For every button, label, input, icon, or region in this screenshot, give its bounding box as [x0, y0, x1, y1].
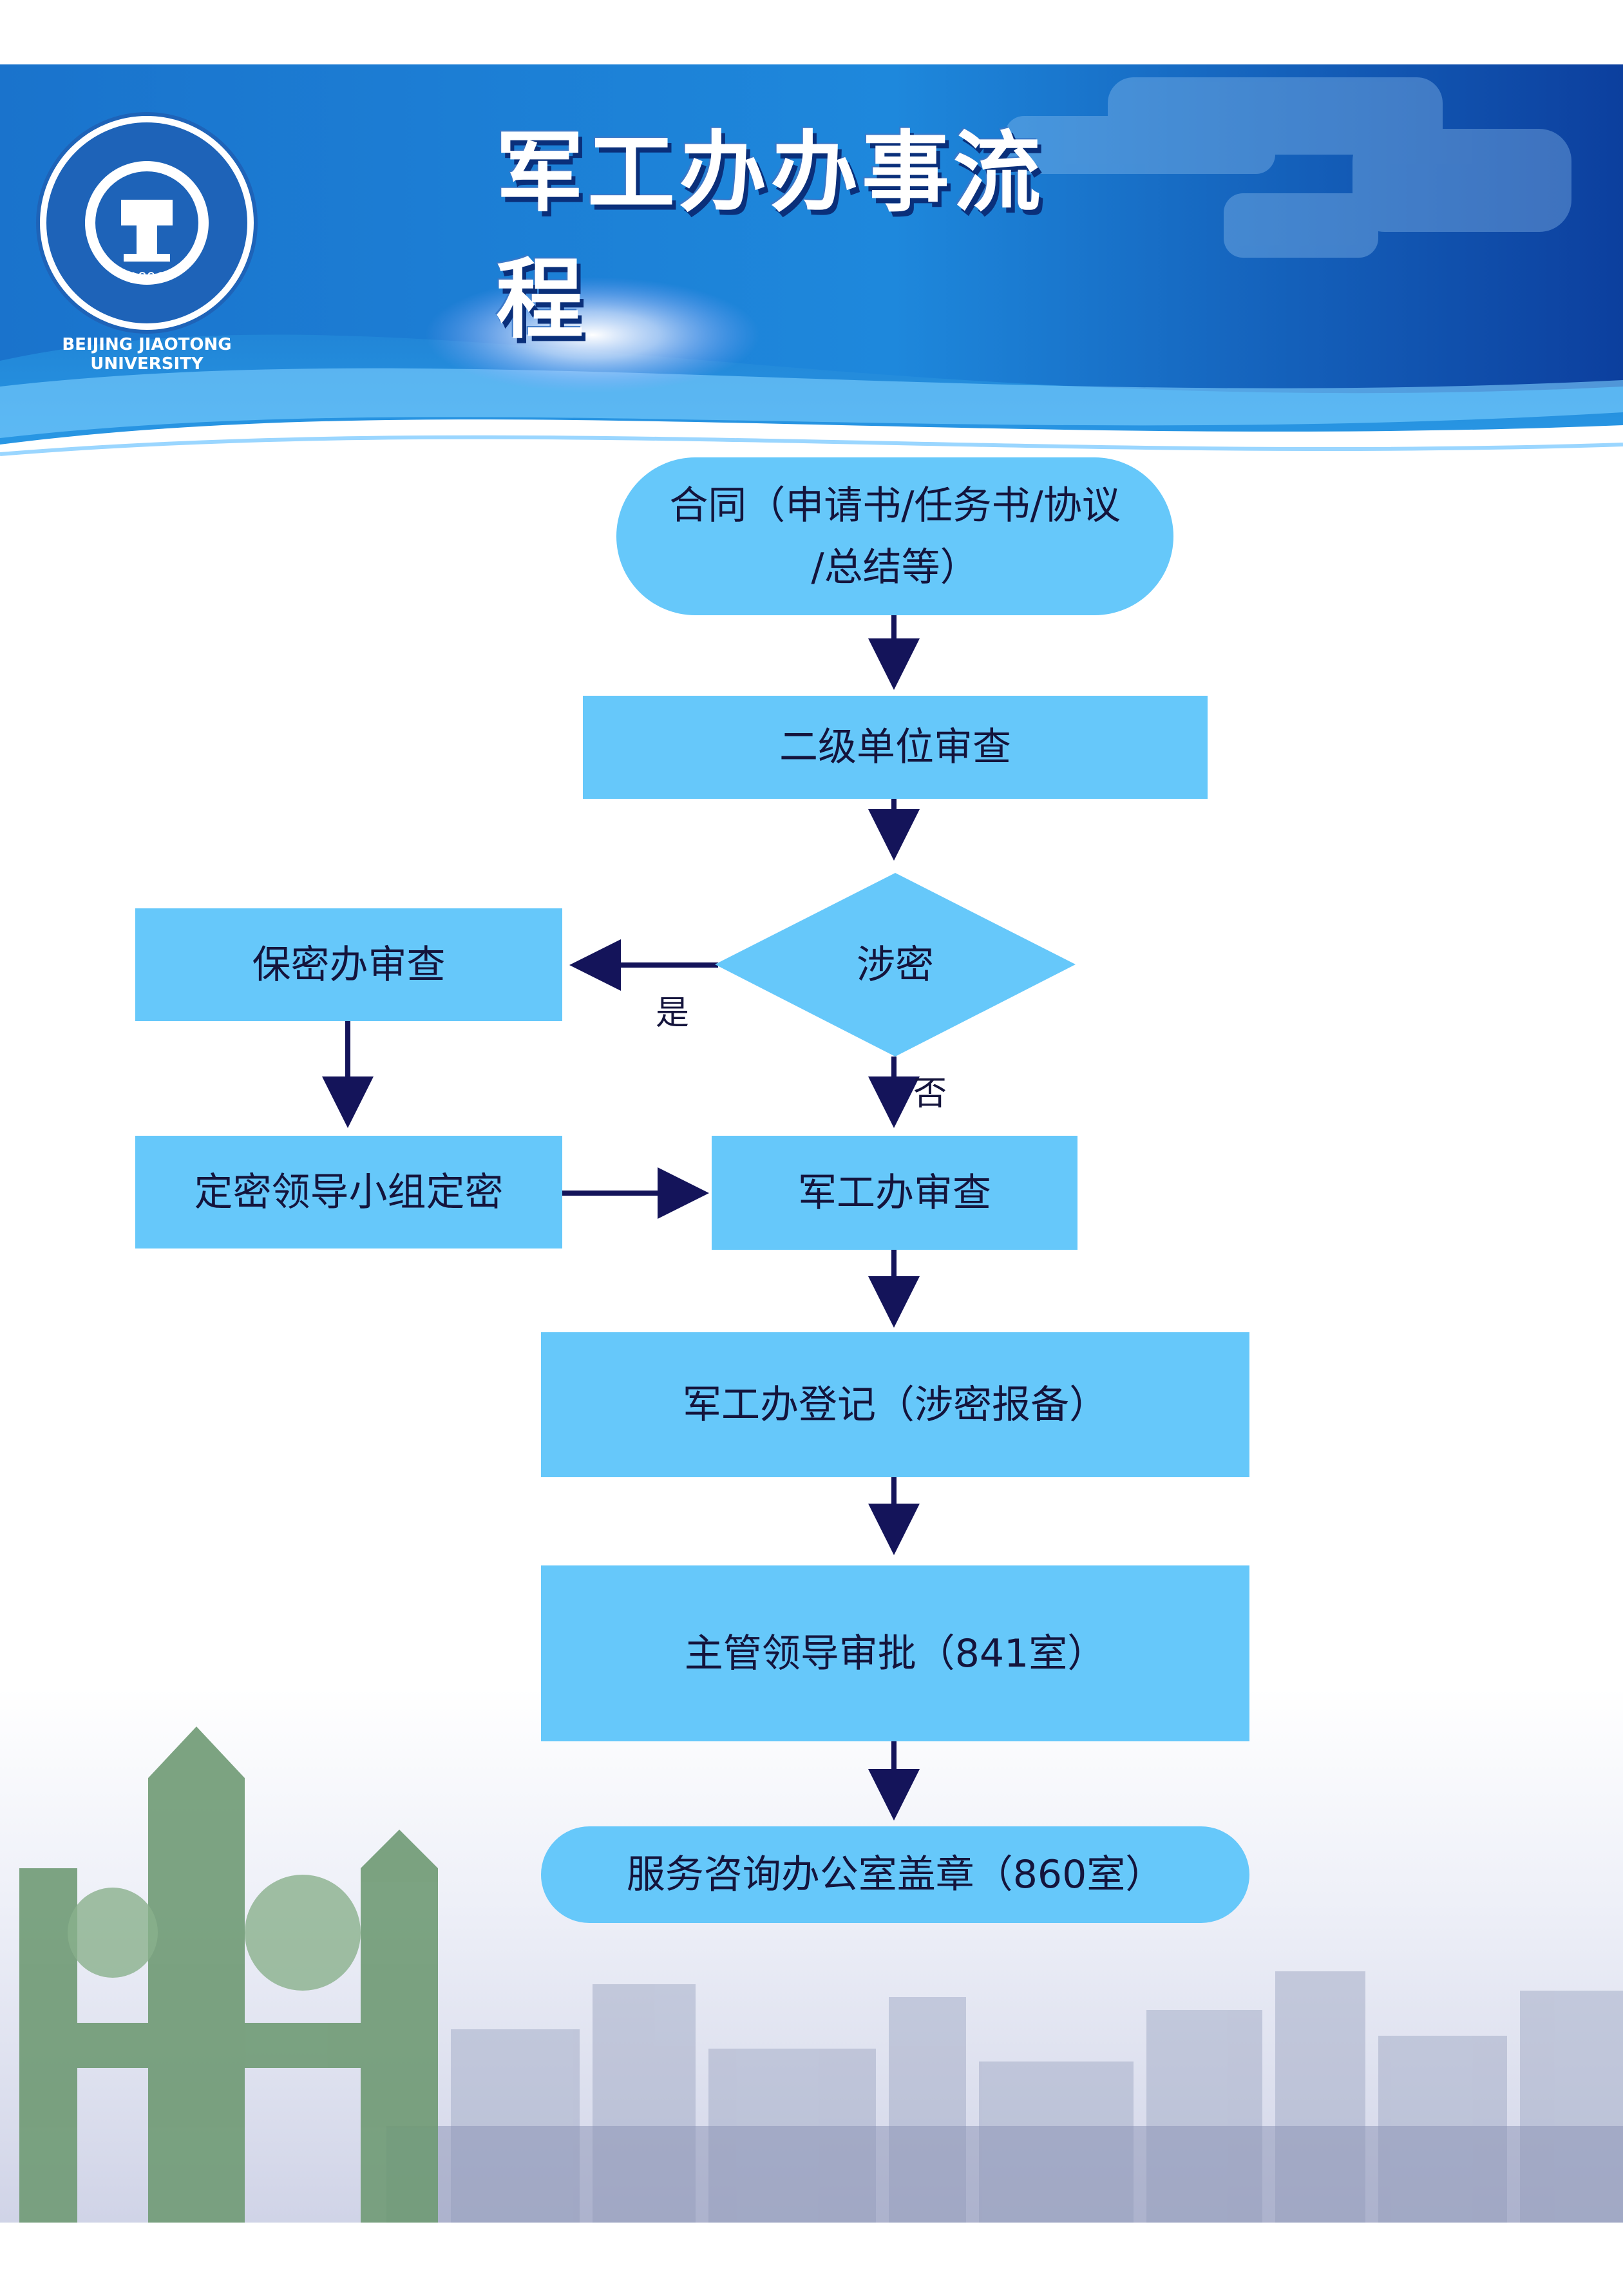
node-classified-diamond: [715, 873, 1076, 1057]
university-seal-icon: [40, 116, 254, 330]
edge-label-yes: 是: [656, 994, 690, 1033]
logo-year: 1896: [129, 271, 165, 287]
node-contract: 合同（申请书/任务书/协议 /总结等）: [616, 457, 1173, 615]
node-contract-line1: 合同（申请书/任务书/协议: [669, 483, 1121, 528]
node-secrecy-review: 保密办审查: [135, 908, 562, 1021]
node-military-review: 军工办审查: [712, 1136, 1077, 1250]
node-seal: 服务咨询办公室盖章（860室）: [541, 1826, 1249, 1923]
node-registration: 军工办登记（涉密报备）: [541, 1332, 1249, 1477]
node-classification-group: 定密领导小组定密: [135, 1136, 562, 1248]
edge-label-no: 否: [913, 1075, 947, 1113]
logo-text: BEIJING JIAOTONG UNIVERSITY: [62, 335, 232, 374]
node-contract-line2: /总结等）: [811, 544, 979, 590]
node-leader-approval: 主管领导审批（841室）: [541, 1565, 1249, 1741]
node-classified: 涉密: [857, 942, 934, 988]
node-secondary-review: 二级单位审查: [583, 696, 1208, 799]
